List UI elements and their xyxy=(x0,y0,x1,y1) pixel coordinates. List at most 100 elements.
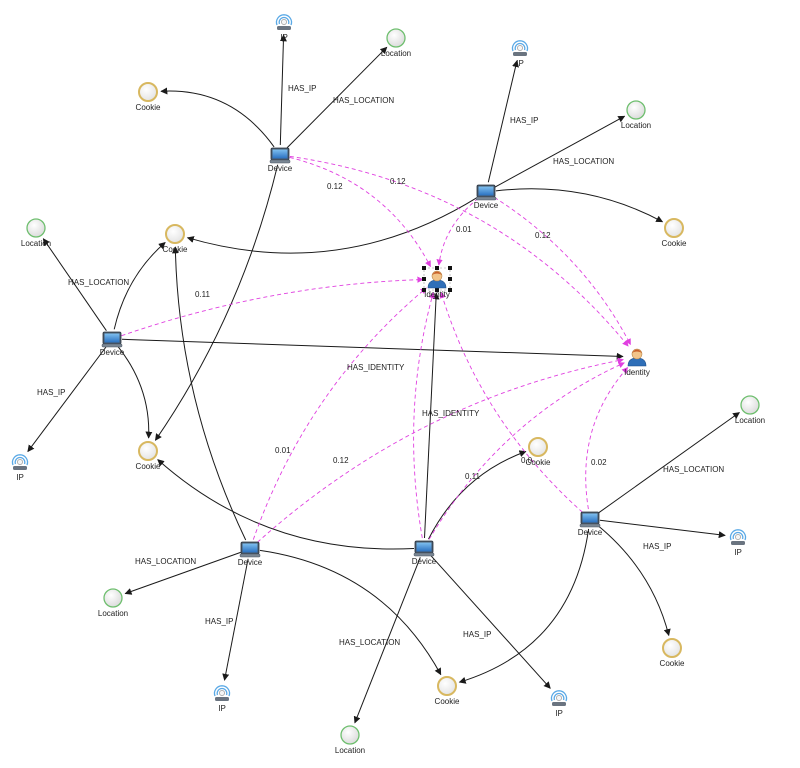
cookie-node-c1[interactable]: Cookie xyxy=(136,82,161,112)
has-location-label: HAS_LOCATION xyxy=(339,638,400,647)
relationship-edge-d2-c4[interactable] xyxy=(495,188,664,223)
device-label: Device xyxy=(268,164,293,173)
cookie-node-c5[interactable]: Cookie xyxy=(526,437,551,467)
ip-node-p5[interactable]: IP xyxy=(213,685,231,713)
relationship-edge-d6-c6[interactable] xyxy=(458,528,590,684)
relationship-edge-d2-p2[interactable] xyxy=(487,60,519,183)
has-ip-label: HAS_IP xyxy=(510,116,538,125)
ip-node-p1[interactable]: IP xyxy=(275,14,293,42)
relationship-edge-d6-c7[interactable] xyxy=(597,525,671,637)
device-label: Device xyxy=(238,558,263,567)
relationship-edge-d2-l2[interactable] xyxy=(494,115,626,188)
device-node-d5[interactable]: Device xyxy=(412,540,437,566)
relationship-edge-d4-c6[interactable] xyxy=(259,549,442,676)
ip-node-p3[interactable]: IP xyxy=(11,454,29,482)
device-node-d6[interactable]: Device xyxy=(578,511,603,537)
identity-label: Identity xyxy=(424,290,450,299)
identity-score-edge-d5-i2[interactable] xyxy=(428,362,625,540)
score-label: 0.12 xyxy=(327,182,343,191)
device-node-d3[interactable]: Device xyxy=(100,331,125,357)
location-node-l4[interactable]: Location xyxy=(735,395,765,425)
ip-node-p2[interactable]: IP xyxy=(511,40,529,68)
ip-label: IP xyxy=(516,59,524,68)
identity-score-edge-d5-i1[interactable] xyxy=(413,291,435,539)
identity-node-i1[interactable]: Identity xyxy=(422,266,452,299)
device-node-d4[interactable]: Device xyxy=(238,541,263,567)
identity-score-edge-d2-i2[interactable] xyxy=(494,197,631,346)
cookie-icon xyxy=(165,224,185,244)
relationship-edge-d1-c1[interactable] xyxy=(160,87,275,148)
ip-label: IP xyxy=(218,704,226,713)
ip-label: IP xyxy=(734,548,742,557)
cookie-label: Cookie xyxy=(136,462,161,471)
has-location-label: HAS_LOCATION xyxy=(68,278,129,287)
identity-score-edge-d6-i2[interactable] xyxy=(585,367,629,510)
location-node-l5[interactable]: Location xyxy=(98,588,128,618)
identity-score-edge-d4-i1[interactable] xyxy=(252,287,427,540)
score-label: 0.02 xyxy=(591,458,607,467)
location-node-l2[interactable]: Location xyxy=(621,100,651,130)
identity-score-edge-d4-i2[interactable] xyxy=(257,357,624,543)
location-node-l6[interactable]: Location xyxy=(335,725,365,755)
identity-score-edge-d1-i1[interactable] xyxy=(289,156,431,268)
device-node-d1[interactable]: Device xyxy=(268,147,293,173)
score-label: 0.11 xyxy=(465,472,481,481)
relationship-edge-d6-l4[interactable] xyxy=(597,412,740,514)
identity-score-edge-d1-i2[interactable] xyxy=(289,155,629,347)
has-ip-label: HAS_IP xyxy=(37,388,65,397)
score-label: 0.11 xyxy=(195,290,211,299)
location-node-l1[interactable]: Location xyxy=(381,28,411,58)
cookie-node-c2[interactable]: Cookie xyxy=(163,224,188,254)
cookie-node-c6[interactable]: Cookie xyxy=(435,676,460,706)
cookie-icon xyxy=(528,437,548,457)
has-ip-label: HAS_IP xyxy=(643,542,671,551)
device-icon xyxy=(269,147,291,164)
identity-node-i2[interactable]: Identity xyxy=(624,348,650,377)
identity-score-edge-d3-i1[interactable] xyxy=(121,276,424,337)
identity-label: Identity xyxy=(624,368,650,377)
relationship-edge-d5-i1[interactable] xyxy=(424,292,440,539)
relationship-edge-d5-l6[interactable] xyxy=(353,557,421,724)
identity-score-edge-d6-i1[interactable] xyxy=(439,291,583,513)
ip-label: IP xyxy=(555,709,563,718)
location-icon xyxy=(626,100,646,120)
relationship-edge-d4-c2[interactable] xyxy=(171,246,247,541)
relationship-edge-d3-i2[interactable] xyxy=(121,338,624,360)
has-ip-label: HAS_IP xyxy=(205,617,233,626)
has-identity-label: HAS_IDENTITY xyxy=(422,409,480,418)
cookie-label: Cookie xyxy=(526,458,551,467)
device-node-d2[interactable]: Device xyxy=(474,184,499,210)
location-icon xyxy=(26,218,46,238)
identity-score-edge-d2-i1[interactable] xyxy=(436,197,479,266)
location-label: Location xyxy=(98,609,128,618)
relationship-edge-d3-p3[interactable] xyxy=(27,346,107,453)
cookie-node-c4[interactable]: Cookie xyxy=(662,218,687,248)
relationship-edge-d2-c2[interactable] xyxy=(186,196,478,254)
ip-icon xyxy=(550,690,568,706)
has-identity-label: HAS_IDENTITY xyxy=(347,363,405,372)
relationship-edge-d4-l5[interactable] xyxy=(124,551,241,595)
relationship-edge-d5-c3[interactable] xyxy=(157,459,415,550)
location-label: Location xyxy=(735,416,765,425)
ip-icon xyxy=(511,40,529,56)
relationship-edge-d5-p6[interactable] xyxy=(430,555,551,689)
cookie-icon xyxy=(662,638,682,658)
relationship-edge-d3-c2[interactable] xyxy=(113,242,166,330)
ip-node-p4[interactable]: IP xyxy=(729,529,747,557)
relationship-edge-d3-l3[interactable] xyxy=(42,238,107,331)
relationship-edge-d4-p5[interactable] xyxy=(222,558,249,681)
relationship-edge-d5-c5[interactable] xyxy=(428,450,527,540)
relationship-edge-d1-l1[interactable] xyxy=(286,46,388,149)
ip-node-p6[interactable]: IP xyxy=(550,690,568,718)
location-node-l3[interactable]: Location xyxy=(21,218,51,248)
device-label: Device xyxy=(474,201,499,210)
relationship-edge-d6-p4[interactable] xyxy=(599,519,726,539)
cookie-node-c3[interactable]: Cookie xyxy=(136,441,161,471)
relationship-edge-d1-p1[interactable] xyxy=(279,34,287,146)
relationship-edge-d3-c3[interactable] xyxy=(117,346,153,439)
relationship-edge-d1-c3[interactable] xyxy=(154,164,279,441)
location-icon xyxy=(386,28,406,48)
ip-icon xyxy=(729,529,747,545)
cookie-node-c7[interactable]: Cookie xyxy=(660,638,685,668)
